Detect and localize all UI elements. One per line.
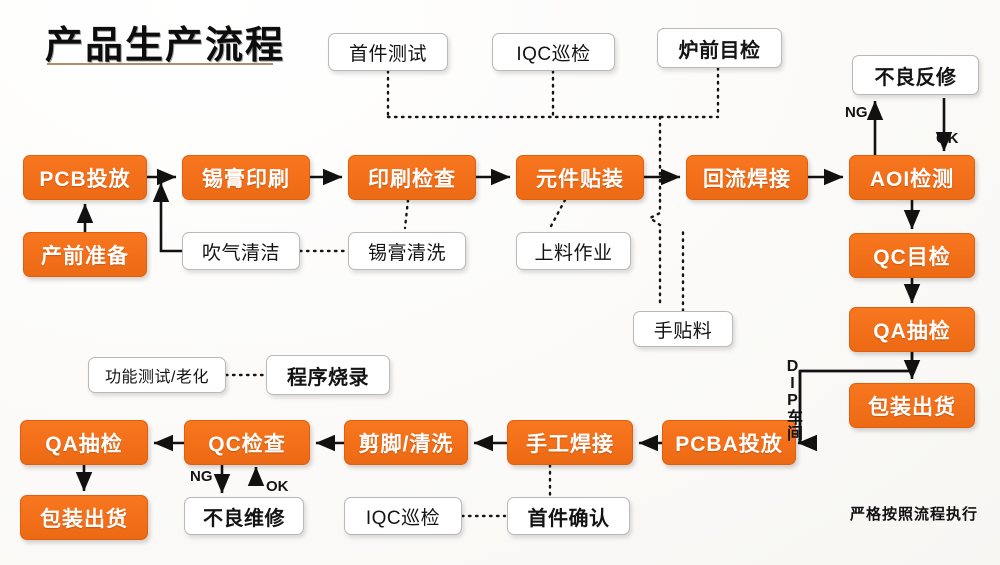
node-packing-shipment-bottom[interactable]: 包装出货 <box>20 495 148 540</box>
node-pre-furnace-visual[interactable]: 炉前目检 <box>657 28 782 68</box>
node-iqc-patrol-top[interactable]: IQC巡检 <box>492 33 615 71</box>
page-title: 产品生产流程 <box>45 23 286 67</box>
edge-label-qc-ng: NG <box>190 468 213 485</box>
node-defect-repair[interactable]: 不良维修 <box>184 497 304 535</box>
node-pcba-loading[interactable]: PCBA投放 <box>662 420 796 465</box>
title-underline <box>47 63 273 65</box>
node-print-inspection[interactable]: 印刷检查 <box>348 155 476 200</box>
node-first-article-confirm[interactable]: 首件确认 <box>507 497 630 535</box>
node-qa-sampling-top[interactable]: QA抽检 <box>849 307 975 352</box>
node-first-article-test[interactable]: 首件测试 <box>328 33 448 71</box>
node-lead-cut-clean[interactable]: 剪脚/清洗 <box>344 420 468 465</box>
node-air-blow-clean[interactable]: 吹气清洁 <box>182 232 300 270</box>
edge-label-qc-ok: OK <box>266 478 289 495</box>
footer-note: 严格按照流程执行 <box>849 506 978 523</box>
edge-label-aoi-ng: NG <box>845 104 868 121</box>
node-solder-paste-printing[interactable]: 锡膏印刷 <box>182 155 310 200</box>
node-manual-soldering[interactable]: 手工焊接 <box>507 420 633 465</box>
node-hand-place-parts[interactable]: 手贴料 <box>633 311 733 347</box>
node-qc-visual[interactable]: QC目检 <box>849 233 975 278</box>
edge-label-dip-workshop: DIP车间 <box>784 358 801 441</box>
node-pcb-loading[interactable]: PCB投放 <box>23 155 147 200</box>
edge-label-aoi-ok: OK <box>936 130 959 147</box>
node-program-burning[interactable]: 程序烧录 <box>266 355 390 395</box>
node-function-test-burnin[interactable]: 功能测试/老化 <box>88 357 226 393</box>
node-packing-shipment-top[interactable]: 包装出货 <box>849 383 975 428</box>
node-pre-production-prep[interactable]: 产前准备 <box>23 232 147 277</box>
node-reflow-soldering[interactable]: 回流焊接 <box>686 155 808 200</box>
node-solder-paste-clean[interactable]: 锡膏清洗 <box>348 232 466 270</box>
node-component-mounting[interactable]: 元件贴装 <box>516 155 644 200</box>
node-qa-sampling-bottom[interactable]: QA抽检 <box>20 420 148 465</box>
node-iqc-patrol-bottom[interactable]: IQC巡检 <box>344 497 462 535</box>
node-feeder-loading[interactable]: 上料作业 <box>516 232 631 270</box>
node-defect-rework[interactable]: 不良反修 <box>852 55 979 95</box>
node-aoi-inspection[interactable]: AOI检测 <box>849 155 975 200</box>
node-qc-check[interactable]: QC检查 <box>184 420 310 465</box>
